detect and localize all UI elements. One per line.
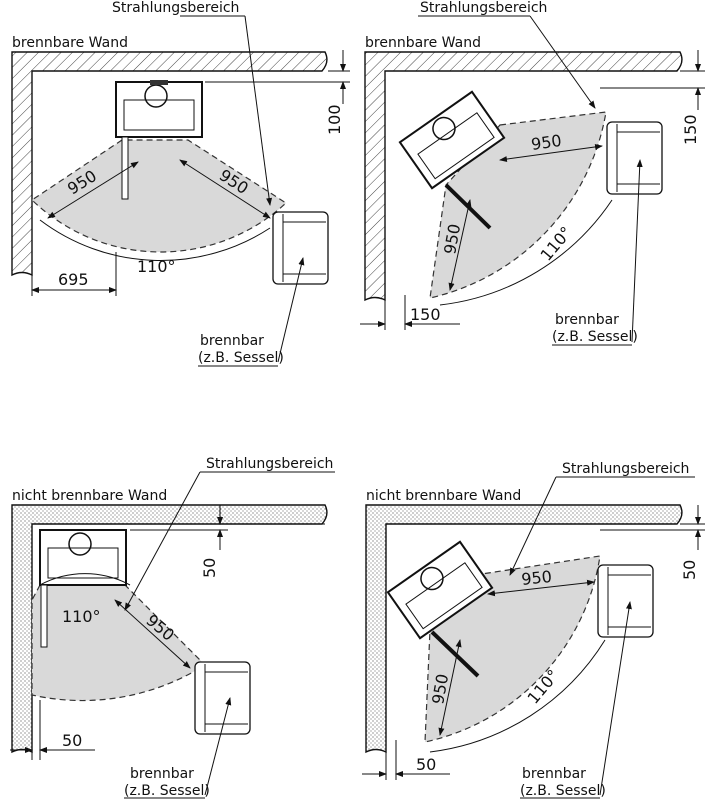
dim-side: 50 bbox=[62, 731, 82, 750]
stove-icon bbox=[39, 529, 127, 648]
radiation-zone bbox=[31, 584, 206, 702]
combustible-example: (z.B. Sessel) bbox=[198, 350, 284, 366]
combustible-label: brennbar bbox=[522, 766, 586, 782]
combustible-label: brennbar bbox=[200, 333, 264, 349]
radiation-zone-label: Strahlungsbereich bbox=[112, 0, 239, 16]
combustible-label: brennbar bbox=[555, 312, 619, 328]
combustible-label: brennbar bbox=[130, 766, 194, 782]
armchair-icon bbox=[194, 661, 251, 735]
dim-radius-top: 950 bbox=[520, 567, 552, 589]
dim-side: 695 bbox=[58, 270, 89, 289]
stove-icon bbox=[386, 540, 494, 640]
dim-side: 150 bbox=[410, 305, 441, 324]
wall-label: nicht brennbare Wand bbox=[366, 488, 521, 504]
noncombustible-wall bbox=[365, 504, 683, 754]
dim-angle: 110° bbox=[137, 257, 176, 276]
dim-wall-distance: 100 bbox=[325, 104, 344, 135]
armchair-icon bbox=[272, 211, 329, 285]
radiation-zone-label: Strahlungsbereich bbox=[206, 456, 333, 472]
wall-label: nicht brennbare Wand bbox=[12, 488, 167, 504]
dim-radius-top: 950 bbox=[530, 131, 563, 154]
radiation-zone bbox=[31, 139, 287, 253]
armchair-icon bbox=[597, 564, 654, 638]
panel-combustible-wall-front: brennbare Wand Strahlungsbereich 100 950… bbox=[11, 0, 350, 367]
dim-wall-distance: 50 bbox=[680, 560, 699, 580]
dim-side: 50 bbox=[416, 755, 436, 774]
dim-wall-distance: 50 bbox=[200, 558, 219, 578]
wall-label: brennbare Wand bbox=[12, 35, 128, 51]
combustible-example: (z.B. Sessel) bbox=[520, 783, 606, 799]
combustible-example: (z.B. Sessel) bbox=[124, 783, 210, 799]
stove-icon bbox=[398, 90, 506, 190]
panel-noncombustible-wall-corner: nicht brennbare Wand Strahlungsbereich 5… bbox=[362, 461, 705, 799]
dim-wall-distance: 150 bbox=[681, 114, 700, 145]
combustible-wall bbox=[11, 51, 328, 277]
panel-combustible-wall-corner: brennbare Wand Strahlungsbereich 150 950… bbox=[360, 0, 705, 346]
combustible-wall bbox=[364, 51, 683, 302]
combustible-example: (z.B. Sessel) bbox=[552, 329, 638, 345]
radiation-zone-label: Strahlungsbereich bbox=[420, 0, 547, 16]
dim-angle: 110° bbox=[62, 607, 101, 626]
radiation-zone-label: Strahlungsbereich bbox=[562, 461, 689, 477]
armchair-icon bbox=[606, 121, 663, 195]
stove-icon bbox=[115, 80, 203, 200]
panel-noncombustible-wall-front: nicht brennbare Wand Strahlungsbereich 5… bbox=[10, 456, 335, 799]
wall-label: brennbare Wand bbox=[365, 35, 481, 51]
